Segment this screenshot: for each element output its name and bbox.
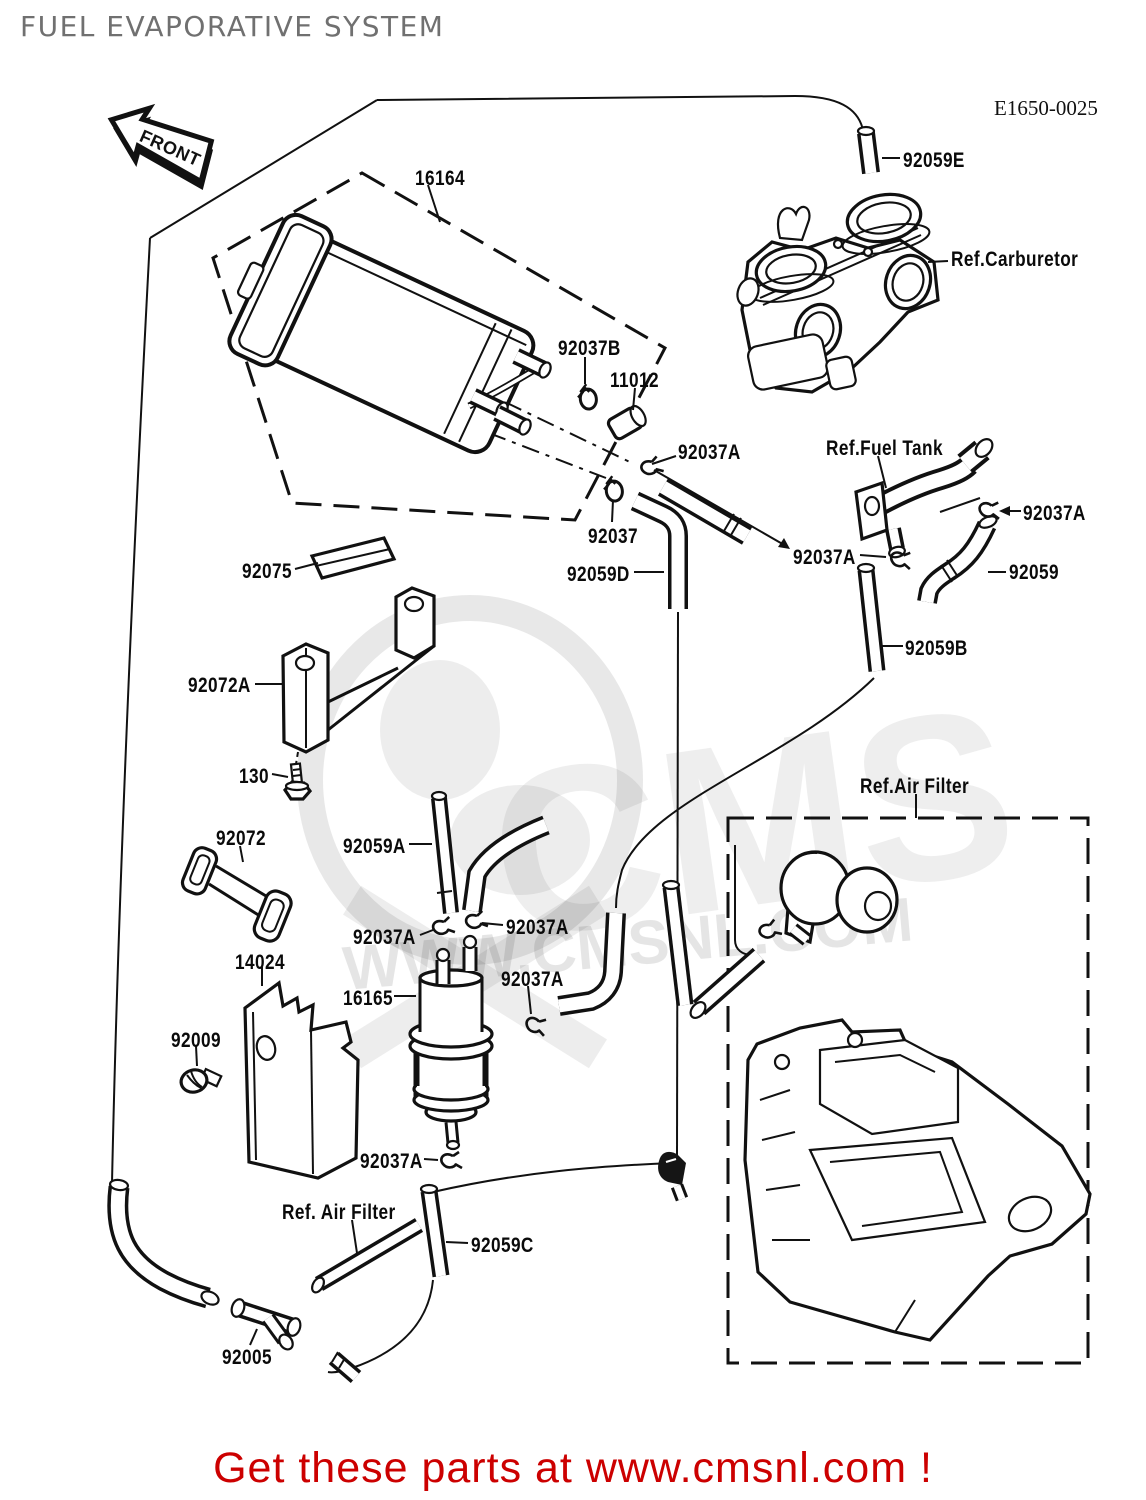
label-ref-fuel-tank: Ref.Fuel Tank [826,437,943,460]
hose-mid-curved-upper [462,815,550,913]
label-92009: 92009 [171,1029,221,1052]
label-92037a-3: 92037A [793,546,856,569]
hose-92059d [630,478,753,609]
bolt-130-drawing [282,762,313,801]
clip-92037a-icon [440,1150,464,1170]
label-11012: 11012 [610,369,659,392]
fuel-tank-petcock-drawing [854,438,994,559]
tube-92059c [419,1183,450,1278]
pad-92075-drawing [309,536,397,580]
label-92059c: 92059C [471,1234,534,1257]
separator-16165-drawing [408,934,494,1151]
hoses-drawing [107,125,998,1384]
front-arrow: FRONT [107,103,215,190]
air-filter-dashed-box [726,816,1090,1365]
label-92037a-5: 92037A [506,916,569,939]
tube-small-piece [328,1351,362,1384]
canister-16164-drawing [227,212,552,455]
label-92059e: 92059E [903,149,965,172]
label-ref-air-filter-top: Ref.Air Filter [860,775,970,798]
cover-14024-drawing [243,980,360,1180]
label-14024: 14024 [235,951,285,974]
label-92037: 92037 [588,525,638,548]
hose-92059 [917,515,998,604]
carburetor-drawing [736,192,940,394]
clamp-92037-icon [600,473,626,504]
label-92072a: 92072A [188,674,251,697]
air-box-drawing [743,1018,1092,1342]
clips-and-clamps [430,381,1003,1170]
cap-11012-icon [606,404,647,441]
label-92072: 92072 [216,827,266,850]
label-ref-air-filter-bottom: Ref. Air Filter [282,1201,396,1224]
vacuum-valve-drawing [779,850,899,946]
clip-92037a-icon [977,498,1003,521]
hose-bottom-left [107,1178,220,1309]
label-92005: 92005 [222,1346,272,1369]
label-92037a-1: 92037A [678,441,741,464]
bracket-92072a-drawing [281,586,436,765]
label-92037a-7: 92037A [360,1150,423,1173]
diagram-code: E1650-0025 [994,96,1098,120]
label-ref-carburetor: Ref.Carburetor [951,248,1079,271]
page-title: FUEL EVAPORATIVE SYSTEM [20,10,445,43]
label-92037a-4: 92037A [353,926,416,949]
tube-mid-straight [661,879,694,1007]
footer-banner: Get these parts at www.cmsnl.com ! [213,1444,933,1492]
label-92075: 92075 [242,560,292,583]
hose-92059e [856,125,880,175]
label-92059d: 92059D [567,563,630,586]
elbow-fitting-drawing [658,1151,689,1202]
hose-92059b [856,562,886,672]
tube-ref-air-filter [311,1218,424,1294]
chassis-reference-lines [111,94,981,1374]
label-130: 130 [239,765,269,788]
hose-92059a [430,790,459,914]
hose-mid-curved-lower [557,912,626,1016]
t-fitting-92005-drawing [230,1298,302,1351]
clamp-92037b-icon [574,381,600,412]
label-92037a-2: 92037A [1023,502,1086,525]
bolt-92009-drawing [179,1067,223,1094]
label-92059: 92059 [1009,561,1059,584]
label-leader-lines [195,157,1021,1346]
label-16165: 16165 [343,987,393,1010]
tube-diagonal-piece [689,947,766,1019]
label-92059a: 92059A [343,835,406,858]
label-92037a-6: 92037A [501,968,564,991]
label-92037b: 92037B [558,337,621,360]
label-92059b: 92059B [905,637,968,660]
strap-92072-drawing [180,846,293,943]
cms-watermark-logo: CMS WWW.CMSNL.COM [297,595,1029,1069]
label-16164: 16164 [415,167,465,190]
